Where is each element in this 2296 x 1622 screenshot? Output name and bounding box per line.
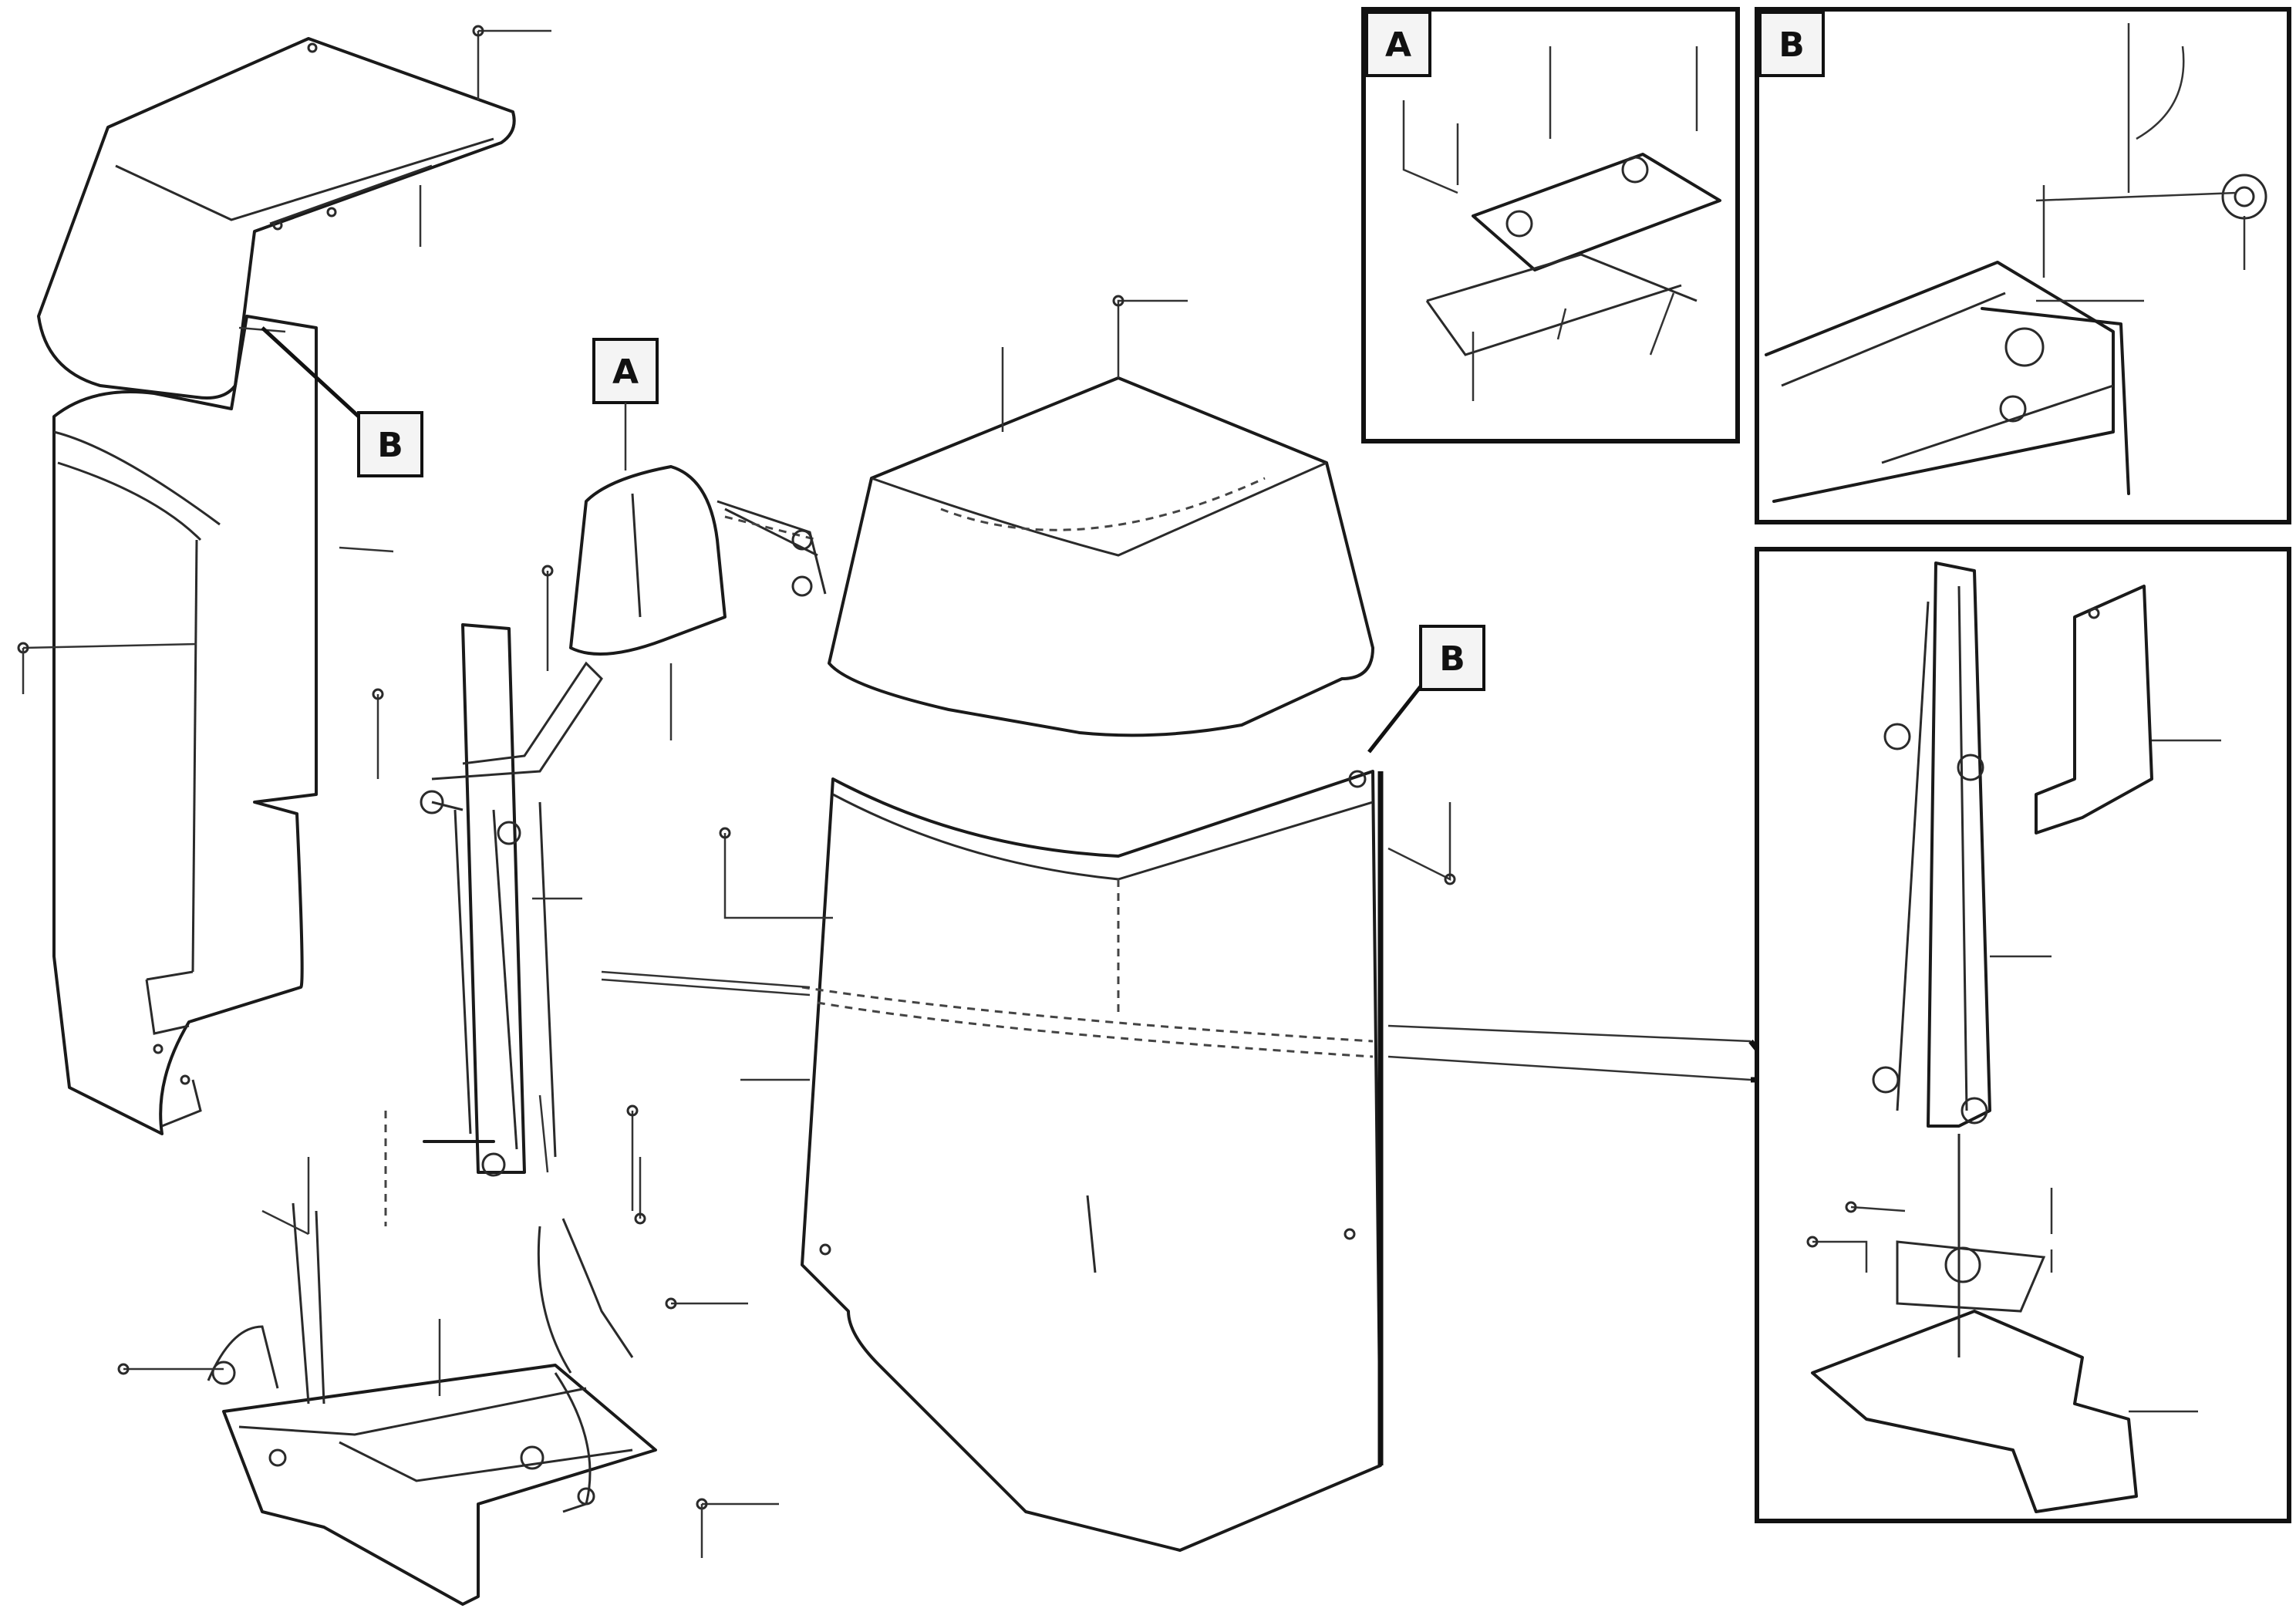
left-top-cover <box>37 37 516 400</box>
inset-b-label: B <box>1778 25 1805 65</box>
callout-b-main-right[interactable]: B <box>1367 625 1485 754</box>
callout-a-main[interactable]: A <box>592 338 659 470</box>
center-hinge-rods <box>384 623 603 1226</box>
left-panel-leaders <box>17 25 551 694</box>
base-leaders <box>117 1157 779 1558</box>
inset-b-frame: B <box>1755 7 2291 524</box>
callout-b-main-left-label: B <box>377 426 403 465</box>
inset-c-connectors <box>1748 1039 1759 1083</box>
inset-a-label: A <box>1385 25 1411 65</box>
callout-b-main-left[interactable]: B <box>261 326 423 477</box>
main-hood-body <box>801 770 1384 1552</box>
center-base-plate <box>207 1202 657 1606</box>
center-leaders <box>372 565 673 1211</box>
callout-a-main-label: A <box>612 352 639 392</box>
main-hood-top <box>828 295 1374 737</box>
main-hood-leaders <box>601 802 1752 1081</box>
inset-a-frame: A <box>1361 7 1740 443</box>
callout-b-main-right-label: B <box>1439 639 1465 679</box>
center-bracket-upper <box>569 465 827 656</box>
inset-c-frame <box>1755 547 2291 1523</box>
left-side-panel <box>52 315 318 1135</box>
